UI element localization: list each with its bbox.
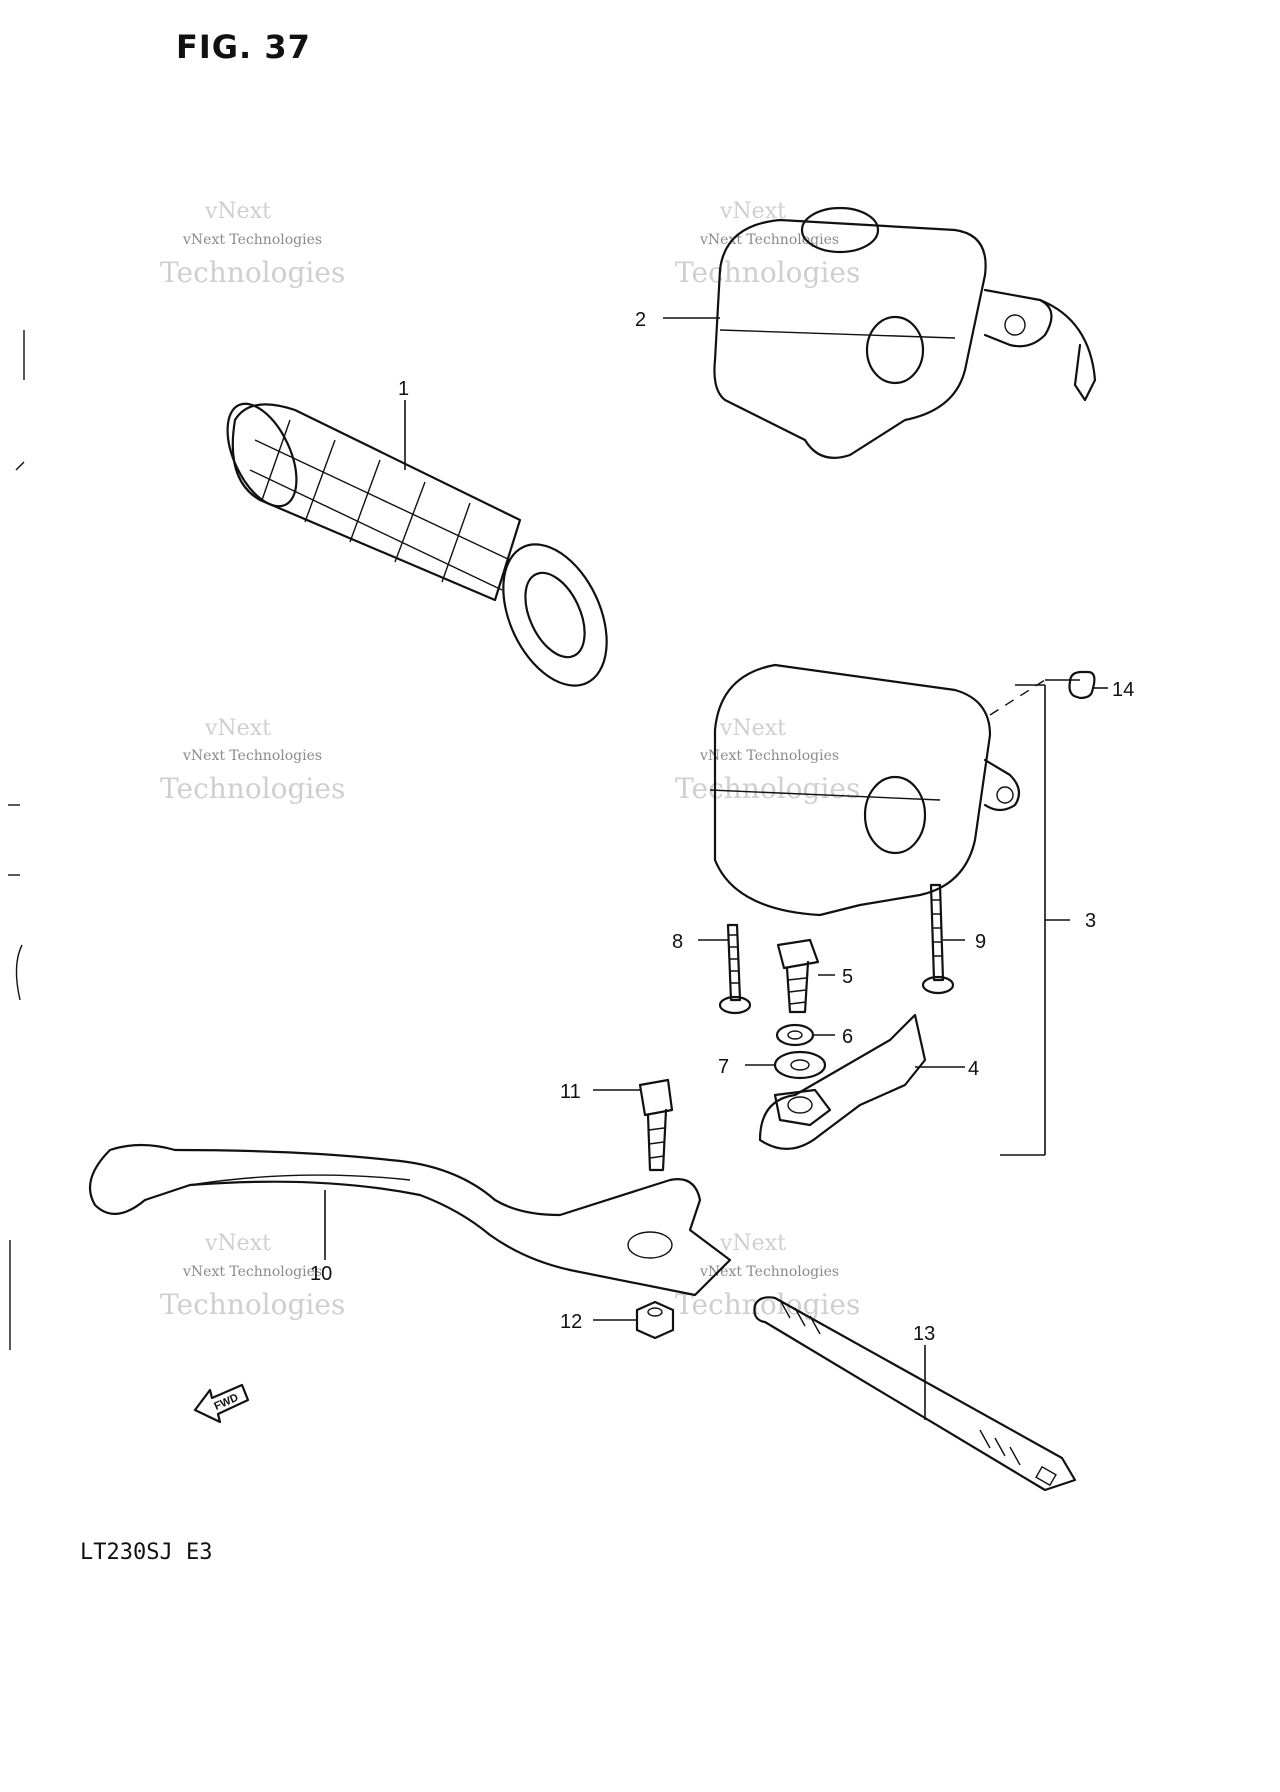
svg-text:Technologies: Technologies: [160, 256, 345, 289]
part-13-cable-tie: [753, 1296, 1077, 1492]
svg-text:vNext Technologies: vNext Technologies: [699, 748, 839, 764]
fwd-arrow: FWD: [193, 1383, 250, 1424]
part-2-throttle-housing: [713, 206, 1097, 459]
callout-7: 7: [718, 1056, 729, 1078]
margin-marks: [8, 330, 25, 1350]
callout-5: 5: [842, 966, 853, 988]
model-code: LT230SJ E3: [80, 1540, 213, 1565]
svg-text:vNext: vNext: [719, 1231, 786, 1256]
callout-6: 6: [842, 1026, 853, 1048]
callout-3: 3: [1085, 910, 1096, 932]
callout-12: 12: [560, 1311, 582, 1333]
callouts: 1 2 3 4 5 6 7 8 9 10 11 12 13 14: [310, 309, 1134, 1345]
callout-14: 14: [1112, 679, 1134, 701]
part-3-switch-box: [709, 663, 1080, 917]
part-4-adjuster: [758, 1013, 927, 1150]
part-1-handlebar-grip: [226, 402, 608, 687]
watermark: vNext vNext Technologies Technologies: [675, 199, 860, 289]
watermark: vNext vNext Technologies Technologies: [160, 1231, 345, 1321]
svg-text:Technologies: Technologies: [675, 1288, 860, 1321]
part-11-pivot-bolt: [638, 1078, 674, 1172]
svg-text:vNext Technologies: vNext Technologies: [182, 232, 322, 248]
part-12-nut: [635, 1300, 675, 1340]
callout-8: 8: [672, 931, 683, 953]
arrow-left-icon: [193, 1383, 250, 1424]
part-5-bolt: [776, 938, 820, 1014]
callout-2: 2: [635, 309, 646, 331]
callout-9: 9: [975, 931, 986, 953]
svg-text:vNext Technologies: vNext Technologies: [699, 1264, 839, 1280]
svg-text:Technologies: Technologies: [675, 256, 860, 289]
watermark: vNext vNext Technologies Technologies: [160, 199, 345, 289]
part-8-screw: [718, 923, 752, 1015]
watermark-group: vNext vNext Technologies Technologies vN…: [160, 199, 860, 1321]
callout-11: 11: [560, 1081, 581, 1103]
watermark: vNext vNext Technologies Technologies: [675, 1231, 860, 1321]
svg-text:vNext: vNext: [719, 716, 786, 741]
part-14-cap: [1068, 670, 1096, 700]
callout-4: 4: [968, 1058, 979, 1080]
watermark: vNext vNext Technologies Technologies: [160, 716, 345, 805]
svg-text:vNext: vNext: [204, 199, 271, 224]
svg-text:vNext Technologies: vNext Technologies: [182, 748, 322, 764]
part-6-washer: [775, 1023, 815, 1047]
callout-10: 10: [310, 1263, 332, 1285]
svg-text:vNext Technologies: vNext Technologies: [699, 232, 839, 248]
assembly-bracket: [1000, 684, 1046, 1156]
figure-title: FIG. 37: [176, 28, 311, 66]
svg-text:Technologies: Technologies: [675, 772, 860, 805]
svg-text:Technologies: Technologies: [160, 1288, 345, 1321]
part-7-washer: [773, 1050, 827, 1080]
watermark: vNext vNext Technologies Technologies: [675, 716, 860, 805]
part-9-screw: [921, 883, 955, 995]
svg-text:Technologies: Technologies: [160, 772, 345, 805]
part-10-lever: [88, 1143, 732, 1297]
svg-text:vNext: vNext: [204, 1231, 271, 1256]
callout-1: 1: [398, 378, 409, 400]
svg-text:vNext Technologies: vNext Technologies: [182, 1264, 322, 1280]
svg-text:vNext: vNext: [204, 716, 271, 741]
callout-13: 13: [913, 1323, 935, 1345]
leader-lines: [324, 317, 1108, 1420]
